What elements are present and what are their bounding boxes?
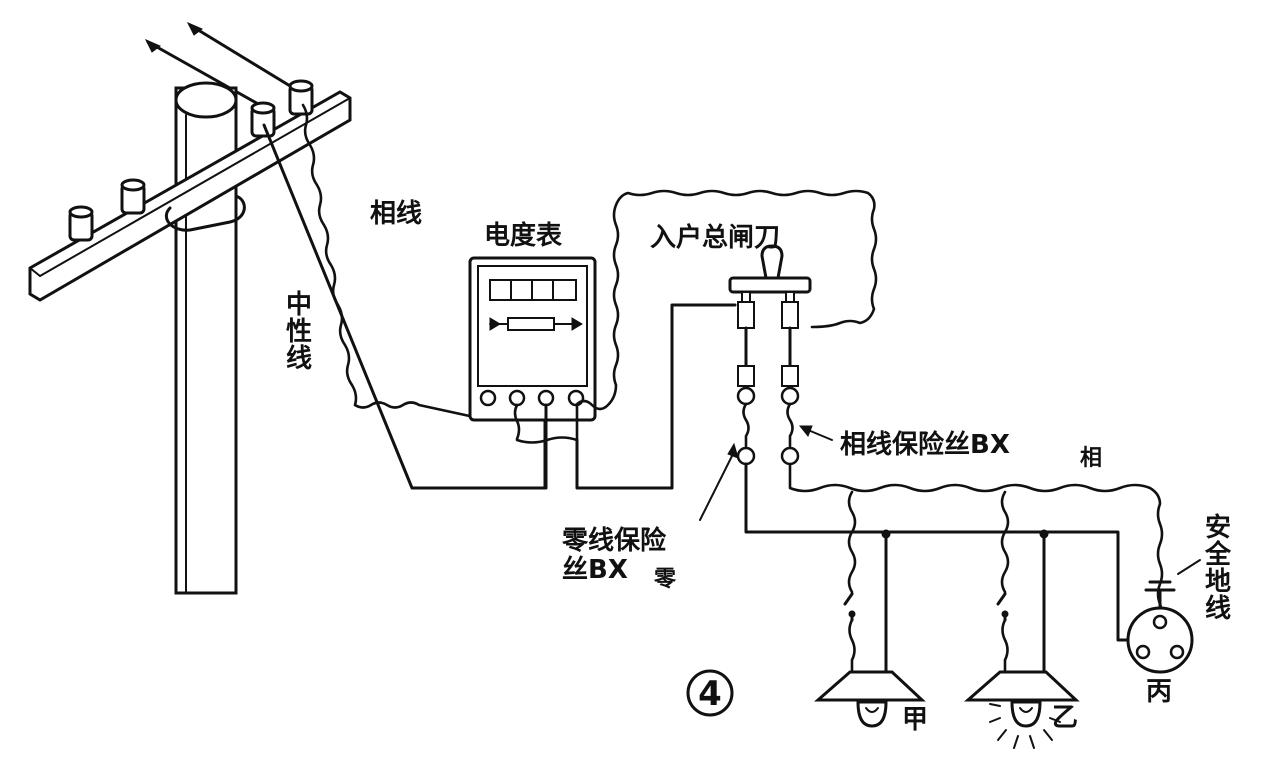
switch-blade-holder-right <box>781 301 799 329</box>
neutral-fuse-label-1: 零线保险 <box>562 525 667 556</box>
socket-pin-left <box>1135 644 1151 660</box>
meter-phase-out <box>513 403 579 444</box>
phase-to-switch <box>574 189 878 411</box>
lamp-b-bulb <box>1010 700 1042 728</box>
ground-label-4: 线 <box>1205 594 1231 624</box>
neutral-label-1: 中 <box>286 290 312 320</box>
lamp-a-bulb <box>856 700 888 728</box>
overhead-wire-1 <box>146 40 262 107</box>
electric-meter <box>468 256 597 422</box>
meter-terminal-2 <box>508 389 526 407</box>
neutral-label-3: 线 <box>286 344 312 374</box>
overhead-wire-2 <box>188 23 302 94</box>
lamp-b <box>964 670 1080 749</box>
ground-label-2: 全 <box>1204 539 1232 570</box>
neutral-fuse-label-2: 丝BX <box>562 555 628 585</box>
figure-number-circle <box>686 669 734 717</box>
ground-pointer <box>1177 559 1201 575</box>
meter-terminal-1 <box>479 389 497 407</box>
cross-arm-edge-2 <box>39 97 351 277</box>
insulator-2 <box>120 178 146 215</box>
phase-fuse-pointer <box>807 429 833 441</box>
overhead-wire-end-2 <box>186 22 203 36</box>
overhead-wire-end-1 <box>144 39 161 53</box>
lamp-a-phase <box>847 490 857 596</box>
utility-pole <box>28 22 352 595</box>
neutral-fuse-sub-label: 零 <box>653 567 677 592</box>
phase-bus <box>788 462 1164 622</box>
phase-fuse-sub-label: 相 <box>1080 446 1102 471</box>
neutral-fuse-pointer <box>699 451 735 521</box>
lamp-a-phase-2 <box>848 618 856 674</box>
neutral-label-2: 性 <box>286 317 312 347</box>
phase-wire-label: 相线 <box>370 199 422 229</box>
fuse-bottom-left <box>736 446 756 466</box>
ground-label-1: 安 <box>1205 513 1231 543</box>
phase-fuse-wire <box>786 402 794 448</box>
neutral-fuse-wire <box>742 402 750 448</box>
lamp-b-phase <box>1000 490 1010 596</box>
phase-fuse-label: 相线保险丝BX <box>840 429 1010 460</box>
insulator-1 <box>68 205 94 242</box>
switch-handle <box>760 244 784 280</box>
fuse-top-right <box>780 386 800 406</box>
lamp-b-phase-2 <box>1001 618 1009 674</box>
lamp-a-label: 甲 <box>902 705 928 735</box>
neutral-bus <box>744 462 1046 534</box>
socket-neutral <box>1042 530 1140 642</box>
lamp-a <box>814 670 926 728</box>
switch-blade-holder-left <box>737 301 755 329</box>
fuse-top-left <box>736 386 756 406</box>
meter-label: 电度表 <box>484 220 563 251</box>
phase-wire <box>301 103 490 422</box>
pole-top <box>174 81 238 119</box>
socket-ground-pin <box>1152 614 1168 630</box>
lamp-b-label: 乙 <box>1052 703 1078 733</box>
meter-disc <box>507 317 555 331</box>
main-switch-label: 入户总闸刀 <box>650 222 780 253</box>
socket-c-label: 丙 <box>1146 677 1172 707</box>
socket-pin-right <box>1169 644 1185 660</box>
socket-c <box>1126 580 1194 674</box>
fuse-bottom-right <box>780 446 800 466</box>
ground-label-3: 地 <box>1205 567 1231 597</box>
lamp-b-rays <box>989 703 1061 749</box>
insulator-3 <box>250 101 276 138</box>
figure-number: 4 <box>698 674 722 714</box>
insulator-4 <box>288 79 314 116</box>
pole-bracket <box>164 194 246 232</box>
meter-terminal-3 <box>537 389 555 407</box>
meter-neutral-out <box>575 303 737 490</box>
cross-arm-edge <box>29 267 41 277</box>
lamp-b-shade <box>964 670 1080 702</box>
main-switch <box>728 244 812 466</box>
lamp-a-shade <box>814 670 926 702</box>
switch-bar <box>728 276 812 294</box>
